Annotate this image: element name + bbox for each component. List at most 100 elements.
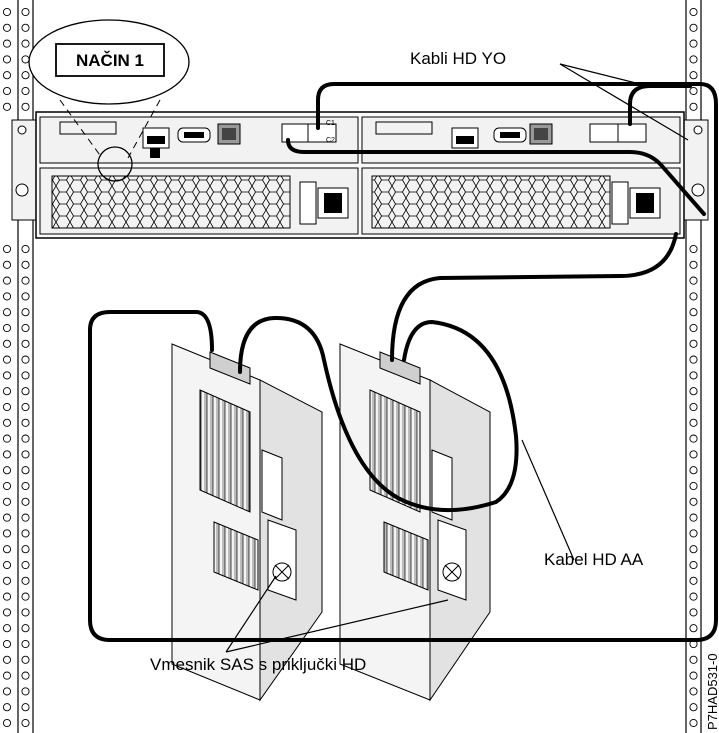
rack-hole [690,688,697,695]
rack-hole [22,324,29,331]
rack-holes-left [3,8,29,726]
rack-hole [22,356,29,363]
rack-hole [22,640,29,647]
rack-hole [690,245,697,252]
rack-hole [690,293,697,300]
cable-yo-label: Kabli HD YO [410,49,506,68]
rack-hole [3,419,10,426]
rack-hole [22,245,29,252]
rack-hole [22,56,29,63]
rack-hole [22,593,29,600]
enclosure-service-module-left: C1 C2 [40,117,358,163]
rack-hole [3,577,10,584]
figure-id-label: P7HAD531-0 [705,653,719,730]
rack-hole [690,261,697,268]
rack-hole [690,625,697,632]
rack-hole [22,625,29,632]
rack-hole [690,8,697,15]
disk-enclosure: C1 C2 [12,112,708,238]
rack-hole [3,87,10,94]
rack-hole [22,546,29,553]
rack-hole [3,609,10,616]
rack-hole [22,24,29,31]
rack-hole [3,372,10,379]
rack-hole [22,514,29,521]
rack-hole [3,625,10,632]
rack-hole [690,87,697,94]
rack-hole [690,56,697,63]
rack-hole [22,277,29,284]
rack-hole [3,245,10,252]
rack-hole [3,293,10,300]
rack-hole [690,24,697,31]
rack-hole [3,277,10,284]
rack-hole [690,419,697,426]
rack-hole [690,672,697,679]
rack-hole [22,577,29,584]
rack-hole [3,72,10,79]
rack-hole [3,688,10,695]
power-socket-icon [630,188,660,218]
rack-hole [22,467,29,474]
rack-hole [690,40,697,47]
mode-label: NAČIN 1 [76,51,144,70]
rack-holes-right [690,8,697,726]
rack-hole [3,514,10,521]
rack-hole [3,593,10,600]
rack-hole [690,435,697,442]
rack-hole [22,340,29,347]
rack-hole [22,719,29,726]
rack-hole [3,8,10,15]
rack-hole [3,672,10,679]
rack-hole [690,498,697,505]
connector-label-c2: C2 [326,137,335,144]
rack-hole [22,372,29,379]
sas-adapter-card-2 [340,344,490,700]
rack-hole [22,609,29,616]
rack-hole [3,704,10,711]
rack-hole [3,40,10,47]
rack-hole [690,72,697,79]
rack-hole [690,561,697,568]
rack-hole [3,561,10,568]
rack-hole [22,293,29,300]
rack-hole [690,340,697,347]
rack-hole [690,324,697,331]
cable-hd-yo-4 [392,234,676,360]
rack-hole [22,704,29,711]
rack-hole [22,672,29,679]
rack-hole [22,482,29,489]
rack-hole [22,435,29,442]
power-socket-icon [318,188,348,218]
rack-hole [22,261,29,268]
enclosure-service-module-right [362,117,680,163]
rack-hole [3,261,10,268]
rack-hole [690,546,697,553]
rack-hole [690,372,697,379]
rack-hole [3,388,10,395]
rack-hole [3,24,10,31]
rack-hole [690,403,697,410]
rack-hole [3,467,10,474]
rack-hole [3,482,10,489]
rack-hole [3,719,10,726]
rack-rail-right [686,0,701,733]
rack-hole [690,577,697,584]
rack-hole [690,309,697,316]
rack-hole [3,103,10,110]
rack-hole [22,388,29,395]
rack-hole [690,388,697,395]
rack-hole [690,593,697,600]
rack-hole [3,451,10,458]
rack-hole [690,530,697,537]
rack-hole [690,482,697,489]
rack-hole [22,498,29,505]
rack-hole [22,309,29,316]
rack-hole [3,498,10,505]
rack-hole [3,546,10,553]
rack-hole [690,719,697,726]
rack-hole [3,640,10,647]
rack-hole [3,530,10,537]
rack-hole [22,451,29,458]
